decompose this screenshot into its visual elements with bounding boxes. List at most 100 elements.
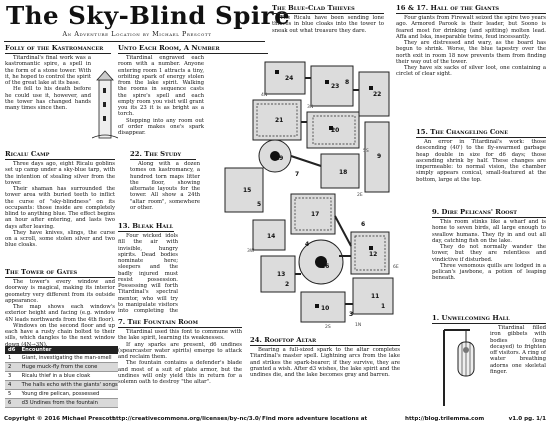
unwelcoming-heading: 1. Unwelcoming Hall xyxy=(432,314,546,324)
page-title: The Sky-Blind Spire xyxy=(6,1,291,30)
map-room-label: 14 xyxy=(267,233,275,240)
map-window-label: 3N xyxy=(307,104,313,110)
map-room-label: 21 xyxy=(275,117,283,124)
footer-version: v1.0 pg. 1/1 xyxy=(508,416,546,422)
unwelcoming-body: Titardinal filled iron gibbets with bodi… xyxy=(490,325,546,409)
tower-gates-paragraph: Windows on the second floor and up each … xyxy=(5,322,115,348)
map-window-label: 2S xyxy=(325,324,331,330)
map-room-label: 12 xyxy=(369,251,377,258)
encounter-roll: 5 xyxy=(5,389,19,399)
footer-license-link[interactable]: http://creativecommons.org/licenses/by-n… xyxy=(112,416,261,422)
map-room-label: 22 xyxy=(373,91,381,98)
giants-paragraph: They have six sacks of silver loot, one … xyxy=(396,65,546,78)
map-room-label: 7 xyxy=(295,171,299,178)
ricalu-paragraph: They have knives, slings, the curse on a… xyxy=(5,229,115,249)
encounter-roll: 4 xyxy=(5,380,19,390)
map-room-label: 2 xyxy=(285,281,289,288)
tower-illustration-icon xyxy=(92,70,118,139)
fountain-body: Titardinal used this font to commune wit… xyxy=(118,329,242,409)
tower-gates-paragraph: The tower's every window and doorway is … xyxy=(5,279,115,304)
rooftop-heading: 24. Rooftop Altar xyxy=(250,336,400,346)
blue-clad-heading: The Blue-Clad Thieves xyxy=(272,4,384,14)
map-room-label: 10 xyxy=(321,305,329,312)
tower-gates-paragraph: The map shows each window's exterior hei… xyxy=(5,304,115,323)
changeling-paragraph: An error in Titardinal's work: those des… xyxy=(416,139,546,183)
encounter-label-header: Encounter xyxy=(18,346,123,354)
tower-gates-body: The tower's every window and doorway is … xyxy=(5,279,115,359)
rooftop-paragraph: Bearing a full-sized spark to the altar … xyxy=(250,347,400,378)
ricalu-body: Three days ago, eight Ricalu goblins set… xyxy=(5,161,115,264)
folly-paragraph: He fell to his death before he could use… xyxy=(5,86,91,111)
title-rule xyxy=(4,41,265,42)
map-room-label: 16 xyxy=(321,263,329,270)
map-window-label: 5S xyxy=(363,148,369,154)
pelicans-body: This room stinks like a wharf and is hom… xyxy=(432,219,546,311)
encounter-roll: 3 xyxy=(5,371,19,381)
map-room-label: 3 xyxy=(349,311,353,318)
map-room-label: 24 xyxy=(285,75,293,82)
ricalu-paragraph: Three days ago, eight Ricalu goblins set… xyxy=(5,161,115,186)
map-room-label: 18 xyxy=(339,169,347,176)
bleak-body: Four wicked idols fill the air with invi… xyxy=(118,233,178,313)
encounter-result: Huge muck-fly from the cone xyxy=(18,362,123,372)
map-room xyxy=(352,277,394,315)
map-room xyxy=(252,219,286,251)
gibbet-illustration-icon xyxy=(443,329,475,406)
map-room-label: 20 xyxy=(331,127,339,134)
bleak-heading: 13. Bleak Hall xyxy=(118,222,174,232)
pelicans-paragraph: They do not normally wander the tower, b… xyxy=(432,244,546,263)
map-room xyxy=(350,231,390,275)
map-window-label: 2E xyxy=(357,192,363,198)
encounter-header-row: d6 Encounter xyxy=(5,346,123,354)
bleak-paragraph: Four wicked idols fill the air with invi… xyxy=(118,233,178,313)
map-room-label: 15 xyxy=(243,187,251,194)
ricalu-heading: Ricalu Camp xyxy=(5,150,115,160)
dungeon-map: 2423222120191817161514131211109876543214… xyxy=(224,61,399,330)
folly-body: Titardinal's final work was a kastromant… xyxy=(5,55,91,147)
fountain-heading: 7. The Fountain Room xyxy=(118,318,242,328)
map-room-label: 23 xyxy=(331,83,339,90)
changeling-heading: 15. The Changeling Cone xyxy=(416,128,546,138)
giants-heading: 16 & 17. Hall of the Giants xyxy=(396,4,546,14)
page-footer: Copyright © 2016 Michael Prescott http:/… xyxy=(0,413,550,425)
map-room-label: 9 xyxy=(377,153,381,160)
encounter-result: Young dire pelican, possessed xyxy=(18,389,123,399)
map-room xyxy=(290,193,336,235)
map-room xyxy=(300,291,346,323)
folly-paragraph: Titardinal's final work was a kastromant… xyxy=(5,55,91,86)
giants-body: Four giants from Firewalt seized the spi… xyxy=(396,15,546,125)
map-room-label: 19 xyxy=(275,155,283,162)
changeling-body: An error in Titardinal's work: those des… xyxy=(416,139,546,205)
map-room xyxy=(224,167,264,213)
footer-blog-link[interactable]: http://blog.trilemma.com xyxy=(405,416,485,422)
folly-heading: Folly of the Kastromancer xyxy=(5,44,111,54)
encounter-roll: 6 xyxy=(5,398,19,408)
ricalu-paragraph: Their shaman has surrounded the tower ar… xyxy=(5,186,115,230)
page-subtitle: An Adventure Location by Michael Prescot… xyxy=(62,31,212,38)
encounter-die-header: d6 xyxy=(5,346,19,354)
encounter-roll: 1 xyxy=(5,354,19,363)
map-room-label: 1 xyxy=(381,303,385,310)
map-room-label: 8 xyxy=(345,79,349,86)
encounter-result: The halls echo with the giants' songs xyxy=(18,380,123,390)
blue-clad-paragraph: The Ricalu have been sending lone thieve… xyxy=(272,15,384,34)
footer-copyright: Copyright © 2016 Michael Prescott xyxy=(4,416,115,422)
map-room xyxy=(320,153,360,189)
map-room-label: 13 xyxy=(277,271,285,278)
unto-each-paragraph: Titardinal engraved each room with a num… xyxy=(118,55,204,118)
tower-gates-heading: The Tower of Gates xyxy=(5,268,115,278)
map-room-label: 11 xyxy=(371,293,379,300)
study-body: Along with a dozen tomes on kastromancy,… xyxy=(130,161,200,217)
giants-paragraph: Four giants from Firewalt seized the spi… xyxy=(396,15,546,40)
footer-more-text: Find more adventure locations at xyxy=(262,416,368,422)
unto-each-paragraph: Stepping into any room out of order make… xyxy=(118,117,204,137)
map-room-label: 4 xyxy=(305,241,309,248)
map-window-label: 6E xyxy=(393,264,399,270)
fountain-paragraph: Titardinal used this font to commune wit… xyxy=(118,329,242,342)
map-window-label: 1N xyxy=(355,322,361,328)
